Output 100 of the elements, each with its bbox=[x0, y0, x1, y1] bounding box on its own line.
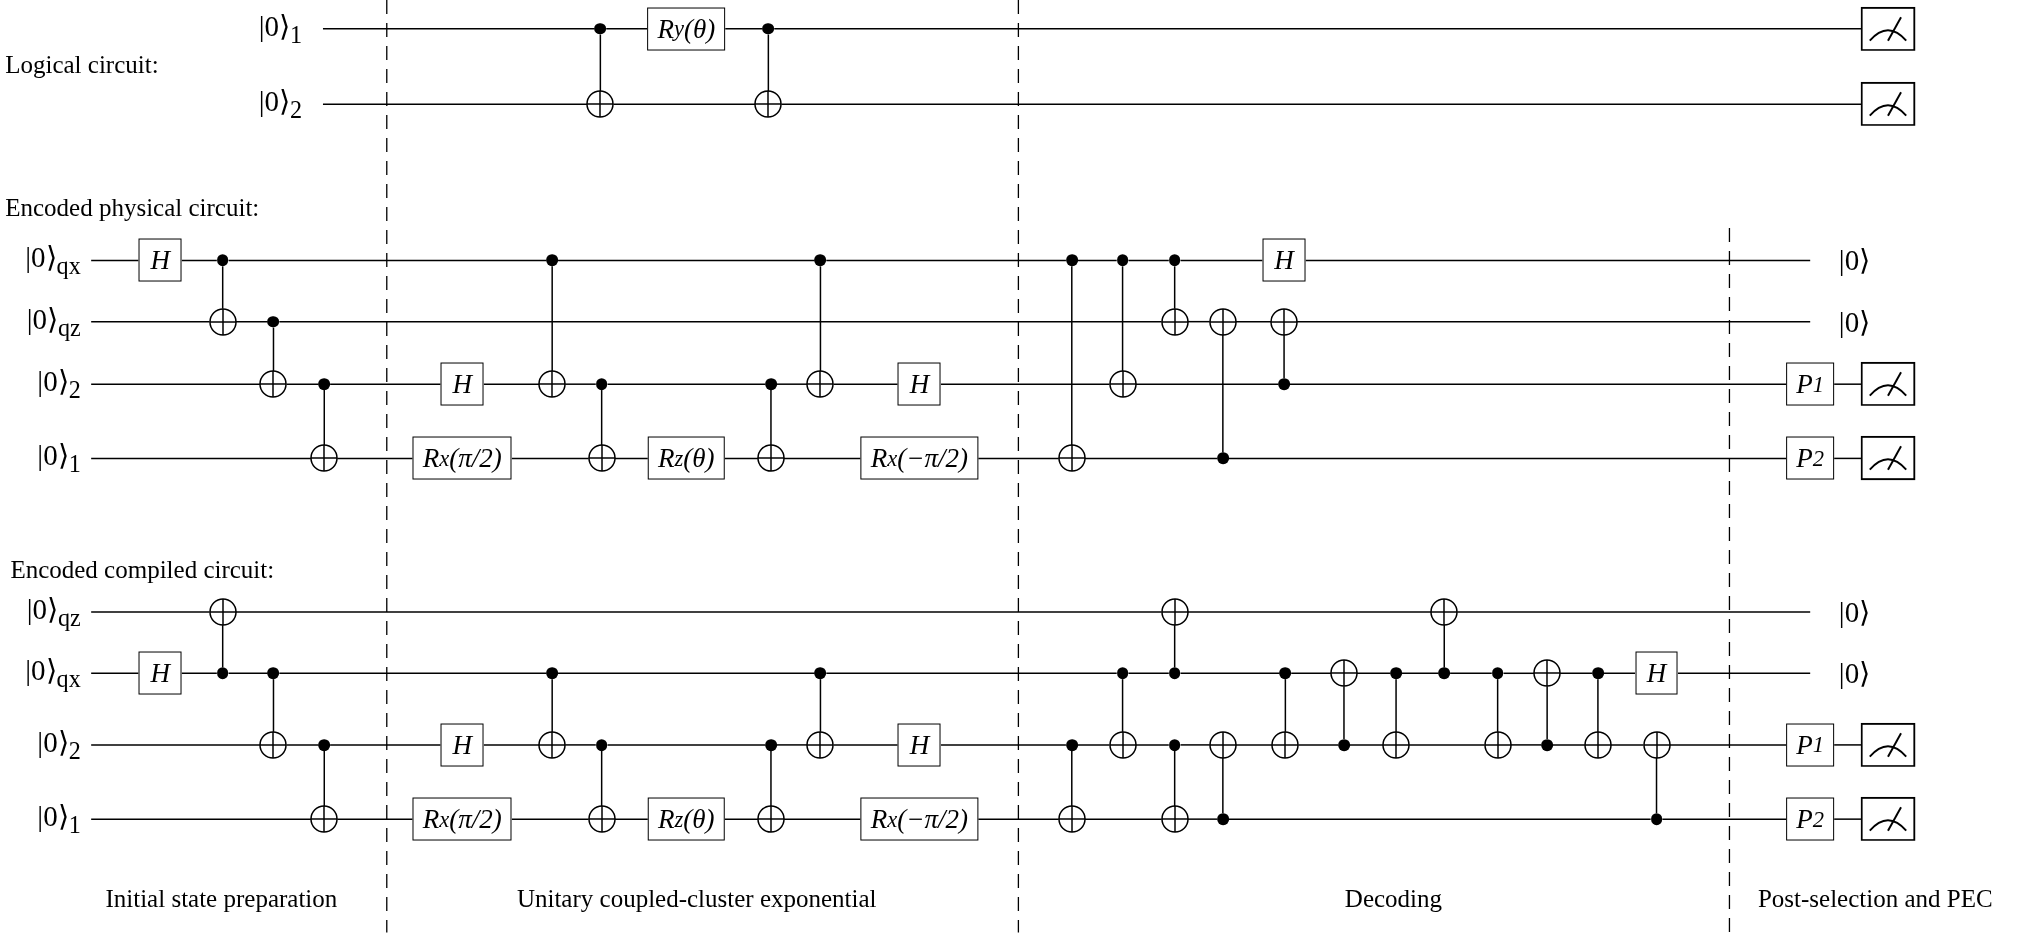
qubit-state-label: |0⟩$_{1}$ bbox=[258, 8, 303, 49]
control-dot bbox=[1390, 667, 1402, 680]
qubit-wire bbox=[825, 672, 1118, 675]
cnot-line bbox=[323, 389, 325, 447]
cnot-line bbox=[1443, 624, 1445, 669]
meter-icon bbox=[1861, 722, 1916, 768]
qubit-wire bbox=[483, 383, 540, 385]
cnot-line bbox=[770, 389, 772, 447]
cnot-line bbox=[551, 678, 553, 733]
control-dot bbox=[1065, 739, 1078, 751]
cnot-line bbox=[272, 326, 275, 372]
control-dot bbox=[1650, 813, 1663, 825]
target-symbol bbox=[587, 805, 616, 834]
qubit-wire bbox=[1179, 672, 1281, 675]
control-dot bbox=[1338, 739, 1350, 751]
cnot-line bbox=[1071, 265, 1073, 447]
control-dot bbox=[1065, 254, 1078, 267]
control-dot bbox=[1116, 254, 1129, 267]
cnot-line bbox=[767, 33, 770, 92]
cnot-line bbox=[1343, 685, 1345, 740]
cnot-line bbox=[323, 750, 325, 807]
cnot-line bbox=[1283, 333, 1285, 380]
meter-icon bbox=[1861, 6, 1916, 51]
control-dot bbox=[318, 739, 331, 751]
qubit-wire bbox=[605, 27, 649, 30]
control-dot bbox=[267, 667, 280, 680]
control-dot bbox=[595, 739, 608, 751]
control-dot bbox=[1279, 667, 1292, 680]
qubit-state-label: |0⟩$_{1}$ bbox=[37, 438, 81, 479]
cnot-line bbox=[551, 265, 553, 372]
target-symbol bbox=[756, 805, 785, 834]
target-symbol bbox=[208, 307, 237, 336]
meter-icon bbox=[1861, 436, 1916, 481]
qubit-state-label: |0⟩ bbox=[1838, 595, 1871, 630]
meter-icon bbox=[1861, 797, 1916, 842]
qubit-wire bbox=[1084, 457, 1218, 460]
gate-box: H bbox=[1262, 238, 1306, 282]
qubit-wire bbox=[557, 672, 816, 675]
target-symbol bbox=[1271, 730, 1300, 759]
target-symbol bbox=[1382, 730, 1411, 759]
qubit-wire bbox=[1401, 672, 1440, 675]
target-symbol bbox=[586, 90, 615, 119]
cnot-line bbox=[1121, 678, 1124, 733]
target-symbol bbox=[538, 730, 567, 759]
cnot-line bbox=[1496, 678, 1499, 733]
target-symbol bbox=[1270, 307, 1299, 336]
qubit-wire bbox=[606, 383, 766, 385]
target-symbol bbox=[310, 805, 339, 834]
control-dot bbox=[1217, 813, 1229, 825]
qubit-wire bbox=[606, 744, 766, 746]
target-symbol bbox=[1160, 307, 1189, 336]
cnot-line bbox=[1173, 750, 1176, 807]
qubit-wire bbox=[1235, 320, 1272, 323]
target-symbol bbox=[310, 444, 339, 473]
qubit-wire bbox=[1289, 383, 1788, 385]
control-dot bbox=[546, 667, 559, 680]
target-symbol bbox=[1057, 805, 1086, 834]
control-dot bbox=[1438, 667, 1451, 680]
target-symbol bbox=[1208, 307, 1237, 336]
qubit-wire bbox=[1833, 818, 1862, 820]
cnot-line bbox=[1222, 333, 1224, 454]
circuit-heading: Logical circuit: bbox=[5, 51, 159, 80]
target-symbol bbox=[538, 370, 567, 399]
control-dot bbox=[1168, 667, 1181, 680]
cnot-line bbox=[600, 750, 603, 807]
qubit-state-label: |0⟩ bbox=[1838, 304, 1871, 339]
control-dot bbox=[814, 254, 827, 267]
qubit-wire bbox=[1127, 672, 1170, 675]
qubit-wire bbox=[1502, 672, 1535, 675]
qubit-wire bbox=[483, 744, 540, 746]
target-symbol bbox=[1642, 730, 1671, 759]
cnot-line bbox=[1655, 757, 1658, 815]
meter-icon bbox=[1861, 82, 1916, 127]
target-symbol bbox=[1583, 730, 1612, 759]
gate-box: H bbox=[1635, 651, 1678, 695]
qubit-wire bbox=[329, 744, 442, 746]
control-dot bbox=[216, 667, 229, 680]
qubit-wire bbox=[1227, 818, 1652, 820]
qubit-state-label: |0⟩$_{2}$ bbox=[37, 725, 81, 765]
control-dot bbox=[814, 667, 827, 680]
qubit-wire bbox=[825, 259, 1067, 262]
cnot-line bbox=[599, 33, 602, 92]
qubit-wire bbox=[783, 818, 862, 820]
control-dot bbox=[1592, 667, 1604, 680]
control-dot bbox=[1116, 667, 1129, 680]
section-label: Initial state preparation bbox=[105, 884, 338, 913]
cnot-line bbox=[1284, 678, 1287, 733]
section-label: Unitary coupled-cluster exponential bbox=[516, 884, 877, 913]
qubit-wire bbox=[180, 259, 218, 262]
qubit-state-label: |0⟩$_{2}$ bbox=[37, 364, 81, 405]
cnot-line bbox=[600, 389, 603, 447]
circuit-heading: Encoded compiled circuit: bbox=[10, 556, 275, 585]
qubit-wire bbox=[1833, 744, 1862, 746]
qubit-wire bbox=[1833, 383, 1862, 385]
qubit-wire bbox=[1304, 259, 1811, 262]
target-symbol bbox=[587, 444, 616, 473]
qubit-wire bbox=[1833, 457, 1862, 460]
qubit-wire bbox=[329, 383, 442, 385]
gate-box: H bbox=[897, 362, 941, 406]
control-dot bbox=[762, 22, 775, 35]
